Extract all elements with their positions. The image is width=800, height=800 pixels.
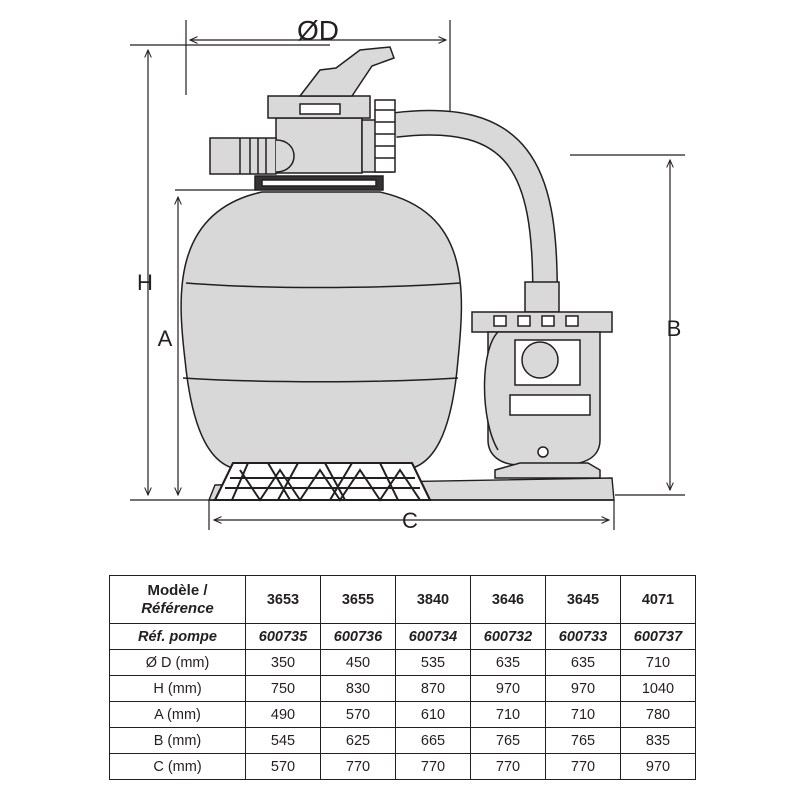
table-cell: 710 <box>470 701 546 728</box>
table-cell: 870 <box>395 675 471 702</box>
dim-diameter-label: ØD <box>297 15 339 46</box>
table-row: Ø D (mm) 350 450 535 635 635 710 <box>109 649 696 676</box>
table-cell: 665 <box>395 727 471 754</box>
dim-c-label: C <box>402 508 418 533</box>
table-row: B (mm) 545 625 665 765 765 835 <box>109 727 696 754</box>
table-cell: 830 <box>320 675 396 702</box>
table-cell: 970 <box>470 675 546 702</box>
model-cell: 3653 <box>245 575 321 624</box>
header-row: Modèle / Référence 3653 3655 3840 3646 3… <box>109 575 696 624</box>
row-label: A (mm) <box>109 701 246 728</box>
table-cell: 765 <box>545 727 621 754</box>
table-cell: 535 <box>395 649 471 676</box>
header-line2: Référence <box>141 599 214 617</box>
row-label: B (mm) <box>109 727 246 754</box>
table-cell: 770 <box>545 753 621 780</box>
table-cell: 770 <box>470 753 546 780</box>
specs-table: Modèle / Référence 3653 3655 3840 3646 3… <box>109 575 696 780</box>
table-cell: 765 <box>470 727 546 754</box>
table-cell: 610 <box>395 701 471 728</box>
table-cell: 635 <box>545 649 621 676</box>
model-cell: 3645 <box>545 575 621 624</box>
table-cell: 970 <box>620 753 696 780</box>
row-label: C (mm) <box>109 753 246 780</box>
table-cell: 710 <box>545 701 621 728</box>
model-cell: 3840 <box>395 575 471 624</box>
pump-ref-cell: 600737 <box>620 623 696 650</box>
dim-h-label: H <box>137 270 153 295</box>
pump-ref-cell: 600732 <box>470 623 546 650</box>
connection-hose <box>393 109 558 291</box>
table-cell: 635 <box>470 649 546 676</box>
dim-a-label: A <box>158 326 173 351</box>
pump <box>471 281 613 479</box>
header-line1: Modèle / <box>147 581 208 599</box>
model-cell: 4071 <box>620 575 696 624</box>
table-cell: 570 <box>320 701 396 728</box>
row-label: Ø D (mm) <box>109 649 246 676</box>
table-cell: 835 <box>620 727 696 754</box>
table-cell: 450 <box>320 649 396 676</box>
table-cell: 770 <box>395 753 471 780</box>
table-row: A (mm) 490 570 610 710 710 780 <box>109 701 696 728</box>
filter-diagram: ØD H A B C <box>130 15 685 533</box>
pump-ref-cell: 600733 <box>545 623 621 650</box>
table-cell: 625 <box>320 727 396 754</box>
header-model-cell: Modèle / Référence <box>109 575 246 624</box>
table-cell: 570 <box>245 753 321 780</box>
dimension-lines <box>130 20 685 530</box>
pump-ref-row: Réf. pompe 600735 600736 600734 600732 6… <box>109 623 696 650</box>
table-cell: 1040 <box>620 675 696 702</box>
table-cell: 545 <box>245 727 321 754</box>
pump-ref-cell: 600736 <box>320 623 396 650</box>
pump-ref-cell: 600735 <box>245 623 321 650</box>
table-cell: 970 <box>545 675 621 702</box>
table-cell: 780 <box>620 701 696 728</box>
tank-stand <box>213 462 432 502</box>
table-row: C (mm) 570 770 770 770 770 970 <box>109 753 696 780</box>
table-cell: 350 <box>245 649 321 676</box>
model-cell: 3655 <box>320 575 396 624</box>
multiport-valve <box>209 46 396 191</box>
table-cell: 710 <box>620 649 696 676</box>
model-cell: 3646 <box>470 575 546 624</box>
table-cell: 750 <box>245 675 321 702</box>
row-label: H (mm) <box>109 675 246 702</box>
table-row: H (mm) 750 830 870 970 970 1040 <box>109 675 696 702</box>
pump-ref-cell: 600734 <box>395 623 471 650</box>
dim-b-label: B <box>667 316 682 341</box>
pump-ref-label: Réf. pompe <box>109 623 246 650</box>
filter-tank <box>180 191 463 471</box>
table-cell: 770 <box>320 753 396 780</box>
table-cell: 490 <box>245 701 321 728</box>
